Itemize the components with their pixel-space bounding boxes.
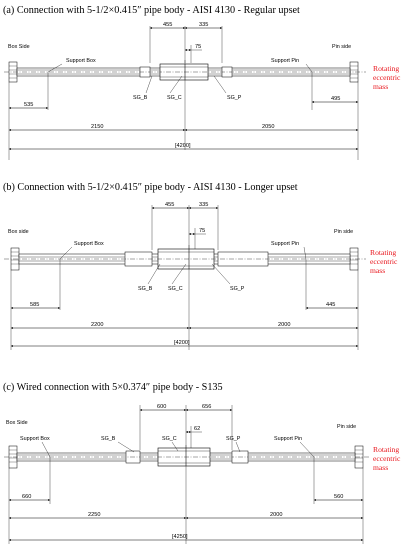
dim-b-total: [4200] (174, 340, 190, 346)
panel-c: (c) Wired connection with 5×0.374″ pipe … (3, 382, 401, 544)
dim-c-total: [4250] (172, 534, 188, 540)
dim-b-top-left: 455 (165, 202, 174, 208)
dim-a-right-total: 2050 (262, 124, 274, 130)
gauge-b-a: SG_B (133, 95, 148, 101)
dim-b-left-total: 2200 (91, 322, 103, 328)
rotating-label-c1: Rotating (373, 445, 399, 454)
dim-c-top-left: 600 (157, 404, 166, 410)
panel-b: (b) Connection with 5-1/2×0.415″ pipe bo… (3, 182, 398, 350)
dim-b-top-right: 335 (199, 202, 208, 208)
dim-a-top-right: 335 (199, 22, 208, 28)
support-box-label-a: Support Box (66, 58, 96, 64)
dim-c-mid: 62 (194, 426, 200, 432)
dim-b-left-support: 585 (30, 302, 39, 308)
dim-b-right-support: 445 (326, 302, 335, 308)
rotating-label-b3: mass (370, 266, 385, 275)
gauge-p-c: SG_P (226, 436, 241, 442)
rotating-label-a1: Rotating (373, 64, 399, 73)
dim-c-left-support: 660 (22, 494, 31, 500)
dim-a-total: [4200] (175, 143, 191, 149)
panel-b-title: (b) Connection with 5-1/2×0.415″ pipe bo… (3, 182, 298, 193)
support-box-label-c: Support Box (20, 436, 50, 442)
gauge-p-a: SG_P (227, 95, 242, 101)
dim-a-mid: 75 (195, 44, 201, 50)
box-side-label-c: Box Side (6, 420, 28, 426)
gauge-b-c: SG_B (101, 436, 116, 442)
dim-b-right-total: 2000 (278, 322, 290, 328)
support-pin-label-a: Support Pin (271, 58, 299, 64)
box-side-label-b: Box side (8, 229, 29, 235)
rotating-label-a3: mass (373, 82, 388, 91)
gauge-p-b: SG_P (230, 286, 245, 292)
rotating-label-b1: Rotating (370, 248, 396, 257)
dim-b-mid: 75 (199, 228, 205, 234)
dim-a-top-left: 455 (163, 22, 172, 28)
dim-c-top-right: 656 (202, 404, 211, 410)
gauge-c-c: SG_C (162, 436, 177, 442)
panel-c-title: (c) Wired connection with 5×0.374″ pipe … (3, 382, 223, 393)
rotating-label-b2: eccentric (370, 257, 398, 266)
dim-c-right-total: 2000 (270, 512, 282, 518)
dim-a-left-total: 2150 (91, 124, 103, 130)
gauge-c-a: SG_C (167, 95, 182, 101)
gauge-c-b: SG_C (168, 286, 183, 292)
rotating-label-a2: eccentric (373, 73, 401, 82)
pin-side-label-b: Pin side (334, 229, 353, 235)
dim-c-left-total: 2250 (88, 512, 100, 518)
dim-a-left-support: 535 (24, 102, 33, 108)
pin-side-label-a: Pin side (332, 44, 351, 50)
box-side-label-a: Box Side (8, 44, 30, 50)
dim-c-right-support: 560 (334, 494, 343, 500)
panel-a: (a) Connection with 5-1/2×0.415″ pipe bo… (3, 5, 401, 160)
support-box-label-b: Support Box (74, 241, 104, 247)
rotating-label-c2: eccentric (373, 454, 401, 463)
support-pin-label-c: Support Pin (274, 436, 302, 442)
panel-a-title: (a) Connection with 5-1/2×0.415″ pipe bo… (3, 5, 300, 16)
dim-a-right-support: 495 (331, 96, 340, 102)
pin-side-label-c: Pin side (337, 424, 356, 430)
support-pin-label-b: Support Pin (271, 241, 299, 247)
rotating-label-c3: mass (373, 463, 388, 472)
gauge-b-b: SG_B (138, 286, 153, 292)
